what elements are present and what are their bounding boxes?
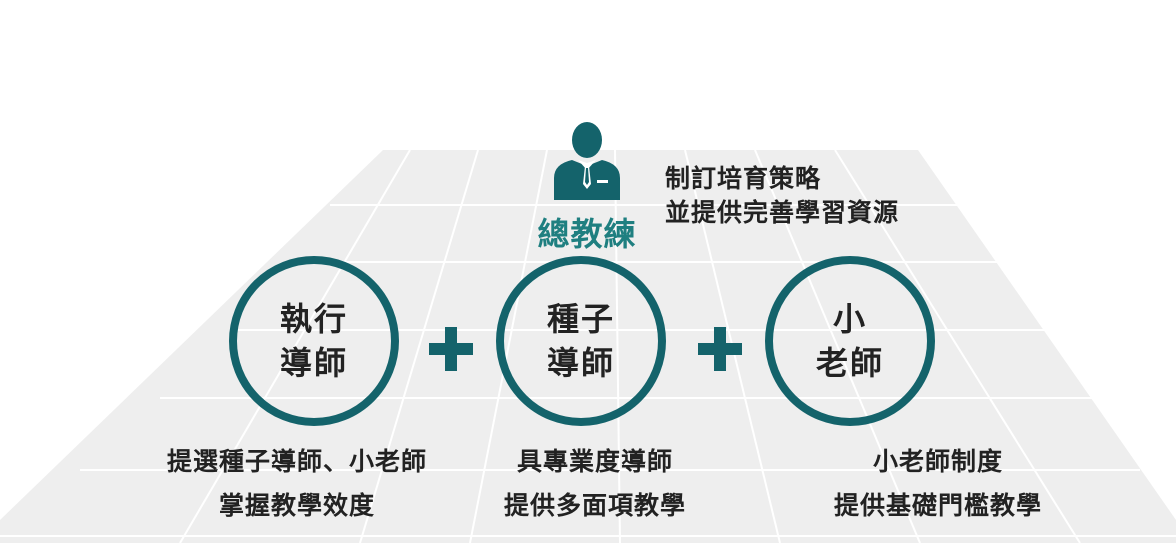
- role-description-line: 提供多面項教學: [503, 491, 686, 520]
- role-description-line: 掌握教學效度: [218, 491, 375, 520]
- head-coach-description-line: 制訂培育策略: [665, 164, 822, 193]
- role-description-line: 小老師制度: [872, 447, 1003, 476]
- role-description-little-teacher: 小老師制度 提供基礎門檻教學: [808, 440, 1068, 528]
- role-circle-little-teacher: 小 老師: [765, 256, 935, 426]
- role-label-line: 老師: [815, 344, 884, 382]
- businessman-icon: [554, 122, 620, 200]
- role-label-line: 導師: [279, 344, 348, 382]
- role-description-line: 具專業度導師: [516, 447, 673, 476]
- plus-icon: [698, 327, 742, 371]
- head-coach-title: 總教練: [537, 215, 637, 253]
- role-description-seed-mentor: 具專業度導師 提供多面項教學: [480, 440, 710, 528]
- role-description-line: 提供基礎門檻教學: [833, 491, 1042, 520]
- role-circle-executive-mentor: 執行 導師: [229, 256, 399, 426]
- role-label-line: 執行: [279, 300, 348, 338]
- role-description-line: 提選種子導師、小老師: [166, 447, 427, 476]
- head-coach-description: 制訂培育策略 並提供完善學習資源: [665, 162, 899, 230]
- role-label-line: 種子: [546, 300, 615, 338]
- role-label-line: 小: [832, 300, 867, 338]
- plus-icon: [429, 327, 473, 371]
- role-label-line: 導師: [546, 344, 615, 382]
- role-description-executive-mentor: 提選種子導師、小老師 掌握教學效度: [146, 440, 448, 528]
- role-circle-seed-mentor: 種子 導師: [496, 256, 666, 426]
- head-coach-description-line: 並提供完善學習資源: [665, 198, 900, 227]
